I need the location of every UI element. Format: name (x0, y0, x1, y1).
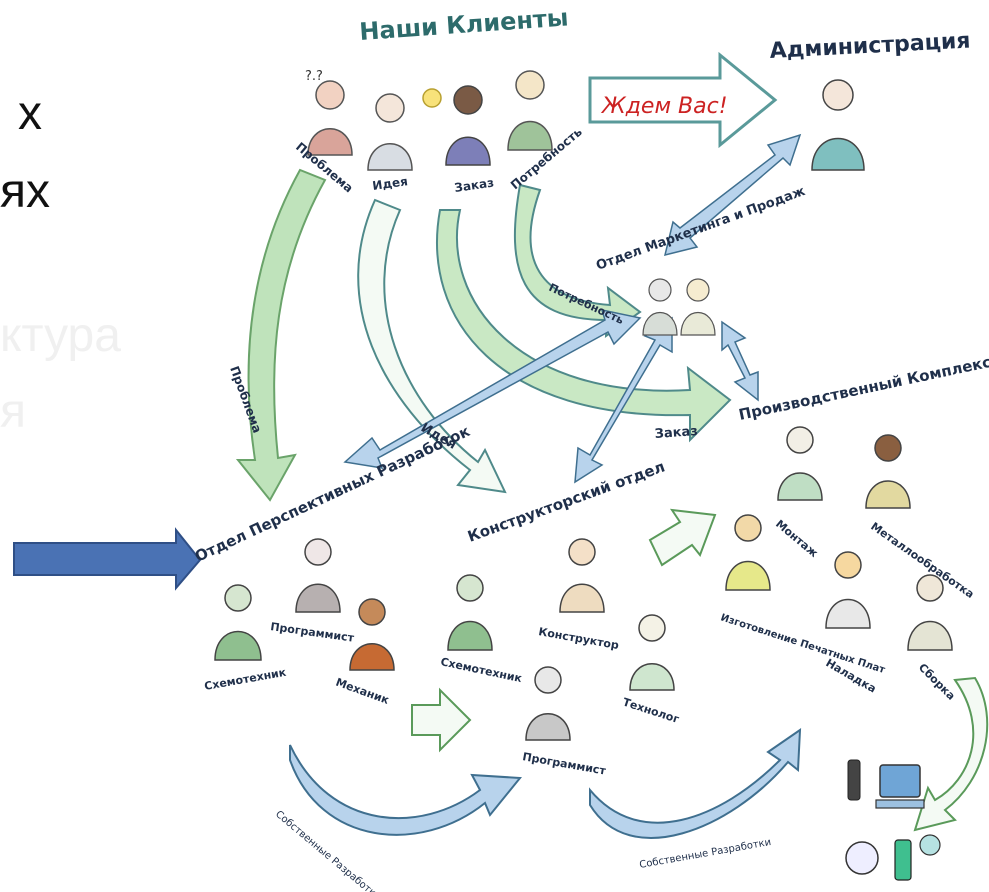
flow-arrow-idea (357, 198, 507, 494)
admin-person (811, 79, 865, 171)
design-role-3: Технолог (621, 695, 681, 726)
svg-text:?.?: ?.? (305, 69, 323, 84)
arrow-own-dev-2 (589, 728, 802, 839)
advanced-role-1: Программист (270, 620, 356, 645)
slogan-arrow (588, 51, 778, 149)
advanced-dept-label: Отдел Перспективных Разработок (192, 422, 473, 566)
client-person-idea (367, 88, 442, 171)
client-need-label-1: Идея (371, 174, 408, 193)
client-person-order (445, 85, 491, 166)
design-role-2: Программист (521, 750, 607, 778)
arrow-marketing-advanced (343, 309, 642, 469)
design-dept-people (447, 538, 675, 741)
marketing-dept-label: Отдел Маркетинга и Продаж (594, 184, 807, 274)
marketing-people (642, 278, 716, 336)
arrow-production-to-products (913, 676, 989, 832)
slide-partial-text-2: ях (0, 165, 50, 218)
client-person-problem: ?.? (305, 69, 353, 156)
arrow-design-to-production (648, 508, 717, 567)
admin-title: Администрация (769, 29, 971, 64)
arrow-advanced-to-design (411, 687, 472, 753)
client-need-label-2: Заказ (453, 176, 494, 195)
design-role-0: Схемотехник (439, 655, 523, 685)
slogan-text: Ждем Вас! (600, 94, 728, 119)
arrow-marketing-admin (663, 133, 802, 257)
clients-title: Наши Клиенты (358, 3, 569, 46)
flow-label-order: Заказ (654, 424, 698, 442)
arrow-own-dev-1 (289, 744, 522, 836)
client-person-need (507, 70, 553, 151)
production-complex-label: Производственный Комплекс (737, 353, 989, 424)
production-role-4: Сборка (916, 661, 958, 703)
slide-ghost-text-1: ктура (0, 309, 121, 362)
own-dev-label-2: Собственные Разработки (639, 837, 772, 871)
products-devices-icon (845, 759, 941, 881)
advanced-role-0: Схемотехник (203, 666, 287, 693)
advanced-role-2: Механик (334, 676, 391, 707)
production-people (725, 426, 953, 651)
flow-arrow-problem (235, 168, 327, 502)
advanced-dept-people (214, 538, 395, 671)
design-role-1: Конструктор (537, 625, 620, 652)
slide-partial-text-1: х (18, 87, 42, 140)
slide-ghost-text-2: я (0, 385, 26, 438)
flow-arrow-order (436, 209, 732, 443)
arrow-marketing-production (721, 320, 759, 402)
production-role-0: Монтаж (773, 517, 820, 560)
